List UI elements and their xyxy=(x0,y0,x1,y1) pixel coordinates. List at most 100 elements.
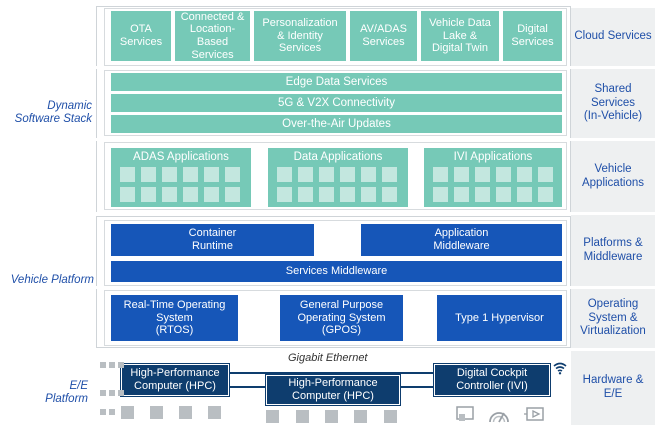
hardware-node-dot xyxy=(109,409,115,415)
application-cell xyxy=(162,167,177,182)
layer-label-cloud: Cloud Services xyxy=(574,30,652,43)
adas-applications-title: ADAS Applications xyxy=(133,151,229,163)
application-cell xyxy=(454,187,469,202)
application-cell xyxy=(496,167,511,182)
ivi-controller-box: Digital Cockpit Controller (IVI) xyxy=(433,363,551,397)
hardware-node-dot xyxy=(100,409,106,415)
hardware-node-dot xyxy=(118,362,124,368)
application-cell xyxy=(538,187,553,202)
application-cell xyxy=(517,167,532,182)
container-runtime-box: Container Runtime xyxy=(111,224,314,256)
data-applications-panel: Data Applications xyxy=(268,148,408,207)
layer-label-vehicle-apps: Vehicle Applications xyxy=(581,162,644,189)
hardware-node-dot xyxy=(109,390,115,396)
hardware-chip xyxy=(384,410,397,423)
application-cell xyxy=(277,167,292,182)
application-cell xyxy=(475,187,490,202)
rtos-box: Real-Time Operating System (RTOS) xyxy=(111,295,238,341)
row-separator xyxy=(96,138,655,141)
row-separator xyxy=(96,286,655,289)
application-cell xyxy=(454,167,469,182)
row-separator xyxy=(96,348,655,351)
application-cell xyxy=(382,187,397,202)
dynamic-software-stack-label: Dynamic Software Stack xyxy=(14,100,92,126)
hpc-left-box: High-Performance Computer (HPC) xyxy=(120,363,230,397)
wifi-icon xyxy=(553,361,567,375)
application-cell xyxy=(340,167,355,182)
application-middleware-box: Application Middleware xyxy=(361,224,562,256)
shared-bar-5g-v2x: 5G & V2X Connectivity xyxy=(111,94,562,112)
hpc-center-box: High-Performance Computer (HPC) xyxy=(265,374,401,406)
application-cell xyxy=(319,187,334,202)
shared-bar-edge-data: Edge Data Services xyxy=(111,73,562,91)
services-middleware-bar: Services Middleware xyxy=(111,261,562,282)
application-cell xyxy=(382,167,397,182)
application-cell xyxy=(162,187,177,202)
application-cell xyxy=(361,187,376,202)
hardware-chip xyxy=(121,406,134,419)
hardware-node-dot xyxy=(100,362,106,368)
layer-label-shared: Shared Services (In-Vehicle) xyxy=(583,82,643,123)
application-cell xyxy=(517,187,532,202)
media-play-icon xyxy=(523,405,547,423)
application-cell xyxy=(183,187,198,202)
hardware-chip xyxy=(179,406,192,419)
gauge-icon xyxy=(487,404,511,424)
hypervisor-box: Type 1 Hypervisor xyxy=(437,295,562,341)
cloud-service-ota: OTA Services xyxy=(111,11,171,61)
adas-applications-panel: ADAS Applications xyxy=(111,148,251,207)
application-cell xyxy=(433,167,448,182)
layer-label-platforms: Platforms & Middleware xyxy=(583,236,643,263)
application-cell xyxy=(120,187,135,202)
application-cell xyxy=(277,187,292,202)
application-cell xyxy=(475,167,490,182)
hardware-chip xyxy=(354,410,367,423)
ee-platform-label: E/E Platform xyxy=(45,380,88,406)
hardware-chip xyxy=(325,410,338,423)
ivi-applications-panel: IVI Applications xyxy=(424,148,562,207)
gigabit-ethernet-label: Gigabit Ethernet xyxy=(288,352,368,364)
hardware-node-dot xyxy=(118,390,124,396)
cloud-service-personalization: Personalization & Identity Services xyxy=(254,11,346,61)
cloud-service-av-adas: AV/ADAS Services xyxy=(350,11,417,61)
hardware-chip xyxy=(266,410,279,423)
data-applications-title: Data Applications xyxy=(293,151,383,163)
gpos-box: General Purpose Operating System (GPOS) xyxy=(280,295,403,341)
application-cell xyxy=(538,167,553,182)
application-cell xyxy=(120,167,135,182)
application-cell xyxy=(225,187,240,202)
application-cell xyxy=(433,187,448,202)
cloud-service-data-lake: Vehicle Data Lake & Digital Twin xyxy=(421,11,499,61)
layer-label-hardware: Hardware & E/E xyxy=(582,374,644,400)
hardware-node-dot xyxy=(100,390,106,396)
application-cell xyxy=(141,167,156,182)
cloud-service-connected: Connected & Location- Based Services xyxy=(175,11,250,61)
layer-label-column xyxy=(571,8,655,425)
shared-bar-ota: Over-the-Air Updates xyxy=(111,115,562,133)
hardware-chip xyxy=(150,406,163,419)
vehicle-platform-label: Vehicle Platform xyxy=(10,274,94,286)
application-cell xyxy=(496,187,511,202)
hardware-chip xyxy=(296,410,309,423)
application-cell xyxy=(298,167,313,182)
hardware-node-dot xyxy=(109,362,115,368)
screen-cast-icon xyxy=(455,405,475,423)
ivi-applications-title: IVI Applications xyxy=(453,151,533,163)
application-cell xyxy=(361,167,376,182)
ethernet-wire xyxy=(400,386,434,388)
ethernet-wire xyxy=(229,386,266,388)
application-cell xyxy=(319,167,334,182)
application-cell xyxy=(204,167,219,182)
application-cell xyxy=(141,187,156,202)
application-cell xyxy=(298,187,313,202)
row-separator xyxy=(96,212,655,215)
row-separator xyxy=(96,66,655,69)
cloud-service-digital: Digital Services xyxy=(503,11,562,61)
ethernet-wire xyxy=(229,372,434,374)
application-cell xyxy=(340,187,355,202)
hardware-chip xyxy=(208,406,221,419)
application-cell xyxy=(183,167,198,182)
application-cell xyxy=(204,187,219,202)
layer-label-os: Operating System & Virtualization xyxy=(580,297,646,338)
application-cell xyxy=(225,167,240,182)
